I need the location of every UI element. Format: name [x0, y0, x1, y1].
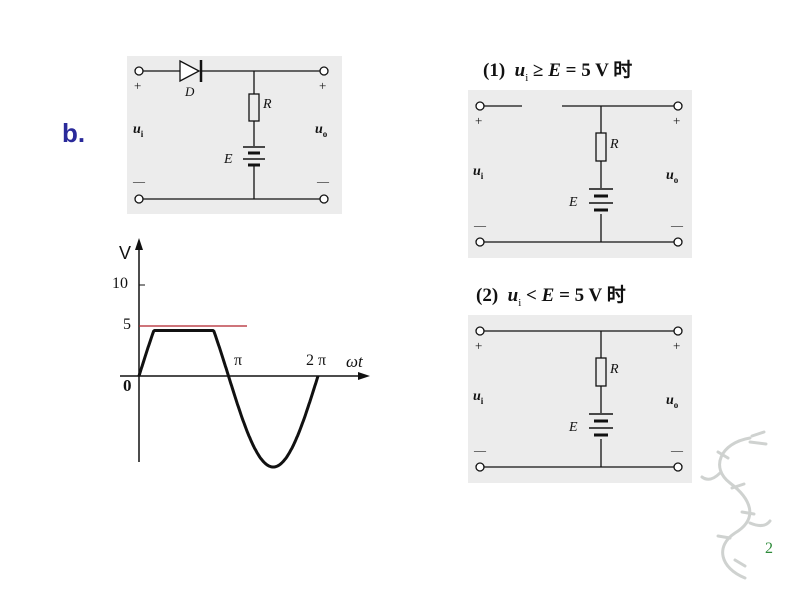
plus-right-label: +	[319, 78, 327, 93]
x-tick-label-2pi: 2 π	[306, 352, 327, 369]
main-circuit-panel: + + — — D R E ui uo	[127, 56, 342, 214]
case1-minus-left: —	[474, 218, 486, 232]
case2-circuit-diagram	[475, 326, 683, 472]
case1-output-voltage: uo	[666, 168, 679, 185]
case1-circuit-diagram	[475, 101, 683, 247]
y-tick-label-10: 10	[112, 275, 128, 292]
page-number: 2	[765, 540, 773, 557]
case2-resistor-label: R	[610, 362, 619, 377]
case2-battery-symbol	[589, 413, 613, 437]
x-axis-label: ωt	[346, 352, 363, 371]
minus-right-label: —	[317, 174, 329, 188]
case2-plus-left: +	[475, 338, 483, 353]
case2-minus-left: —	[474, 443, 486, 457]
resistor-label: R	[263, 97, 272, 112]
plus-left-label: +	[134, 78, 142, 93]
case1-input-voltage: ui	[473, 164, 484, 181]
input-voltage-label: ui	[133, 122, 144, 139]
case1-heading: (1) ui ≥ E = 5 V 时	[483, 60, 633, 84]
case1-battery-label: E	[569, 195, 578, 210]
case1-battery-symbol	[589, 188, 613, 212]
case2-output-voltage: uo	[666, 393, 679, 410]
case1-plus-right: +	[673, 113, 681, 128]
y-axis-label: V	[119, 243, 132, 263]
case1-circuit-panel: + + — — R E ui uo	[468, 90, 692, 258]
case2-input-voltage: ui	[473, 389, 484, 406]
origin-label: 0	[123, 376, 132, 395]
dragon-watermark-icon	[700, 430, 772, 580]
battery-label: E	[224, 152, 233, 167]
case2-circuit-panel: + + — — R E ui uo	[468, 315, 692, 483]
case2-plus-right: +	[673, 338, 681, 353]
battery-symbol	[243, 146, 265, 167]
main-circuit-diagram	[134, 59, 329, 204]
x-tick-label-pi: π	[234, 352, 243, 369]
output-waveform	[137, 329, 320, 469]
output-voltage-label: uo	[315, 122, 328, 139]
slide-label: b.	[62, 118, 86, 148]
case1-minus-right: —	[671, 218, 683, 232]
minus-left-label: —	[133, 174, 145, 188]
case2-heading: (2) ui < E = 5 V 时	[476, 285, 626, 309]
diode-label: D	[185, 84, 195, 99]
x-axis-arrow	[358, 372, 370, 380]
case2-battery-label: E	[569, 420, 578, 435]
y-tick-label-5: 5	[123, 316, 131, 333]
y-axis-arrow	[135, 238, 143, 250]
case1-plus-left: +	[475, 113, 483, 128]
case2-minus-right: —	[671, 443, 683, 457]
case1-resistor-label: R	[610, 137, 619, 152]
diode-symbol	[179, 59, 203, 83]
